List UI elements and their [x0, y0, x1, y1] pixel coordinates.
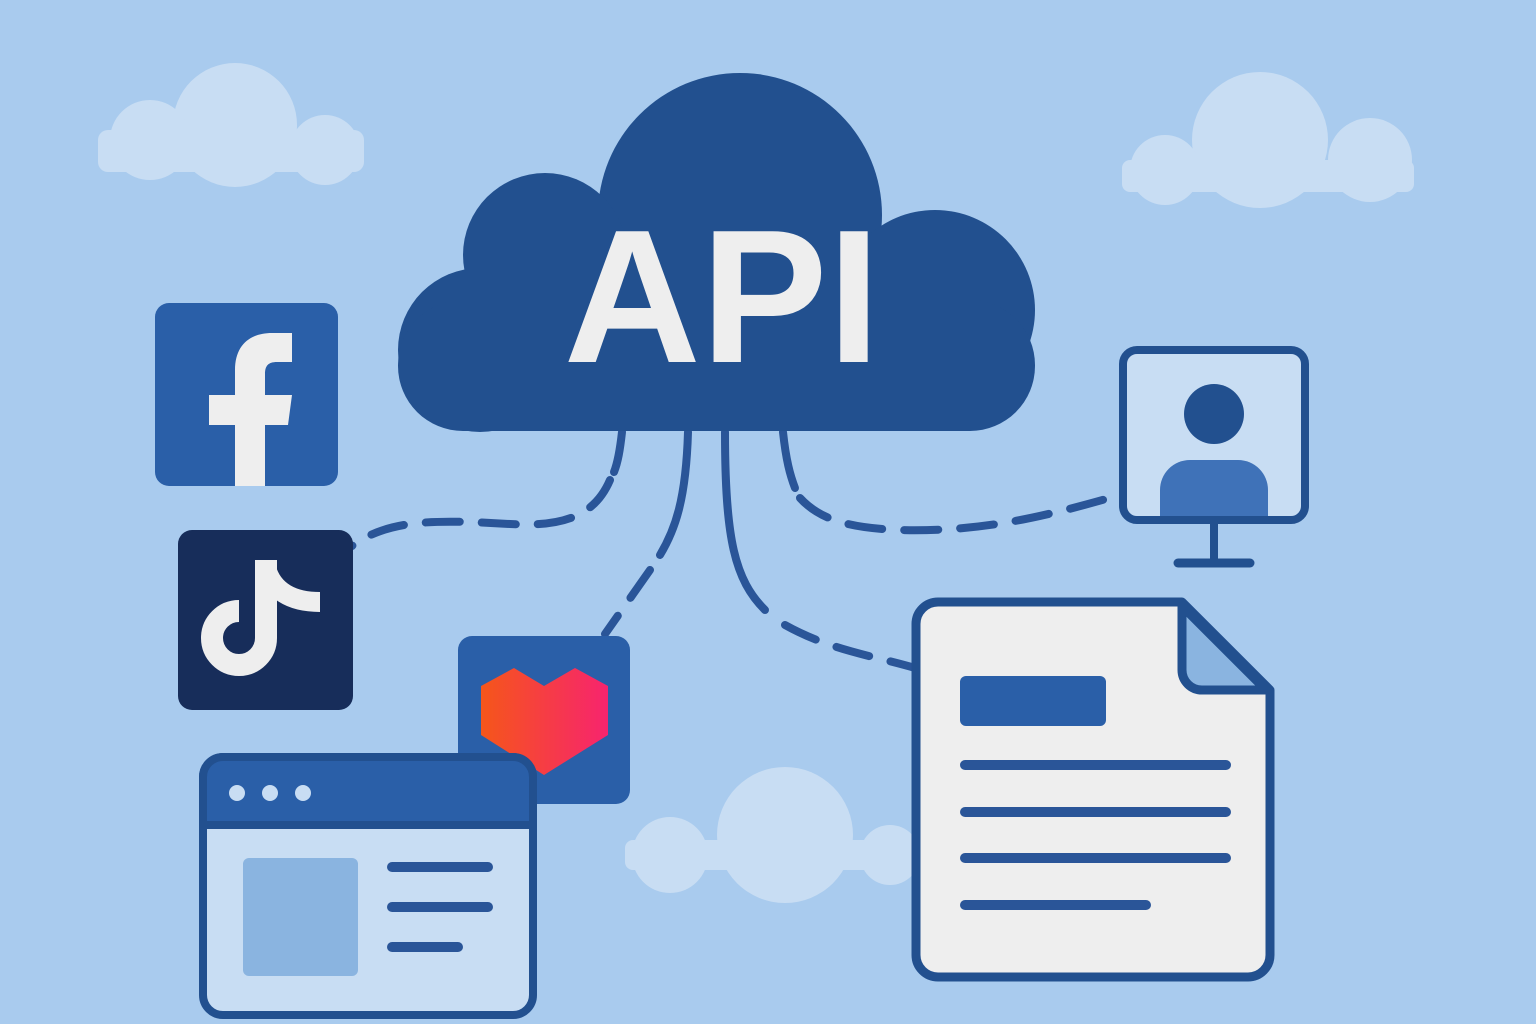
connector-monitor [779, 428, 799, 492]
window-dot-icon [262, 785, 278, 801]
user-icon [1184, 384, 1244, 444]
connector-tiktok-dashed [348, 476, 614, 550]
connector-lazada-dashed [601, 566, 654, 638]
window-dot-icon [295, 785, 311, 801]
connector-document [721, 428, 769, 614]
connector-monitor-dashed [796, 491, 1124, 535]
document-icon [911, 597, 1275, 982]
connector-tiktok [610, 428, 626, 476]
background-cloud-left [98, 63, 364, 187]
connector-lines [348, 428, 1124, 672]
connector-lazada [656, 428, 692, 559]
browser-window [199, 753, 537, 1019]
background-cloud-right [1122, 72, 1414, 208]
tiktok-logo[interactable] [178, 530, 353, 710]
api-cloud [398, 73, 1035, 432]
api-label: API [564, 191, 881, 403]
facebook-logo[interactable] [155, 303, 338, 486]
lazada-heart-icon [481, 668, 608, 775]
facebook-f-icon [209, 333, 292, 486]
window-dot-icon [229, 785, 245, 801]
connector-document-dashed [781, 621, 919, 672]
background-cloud-bottom [625, 767, 925, 903]
image-placeholder [243, 858, 358, 976]
user-monitor [1119, 346, 1309, 568]
tiktok-note-icon [201, 560, 277, 676]
